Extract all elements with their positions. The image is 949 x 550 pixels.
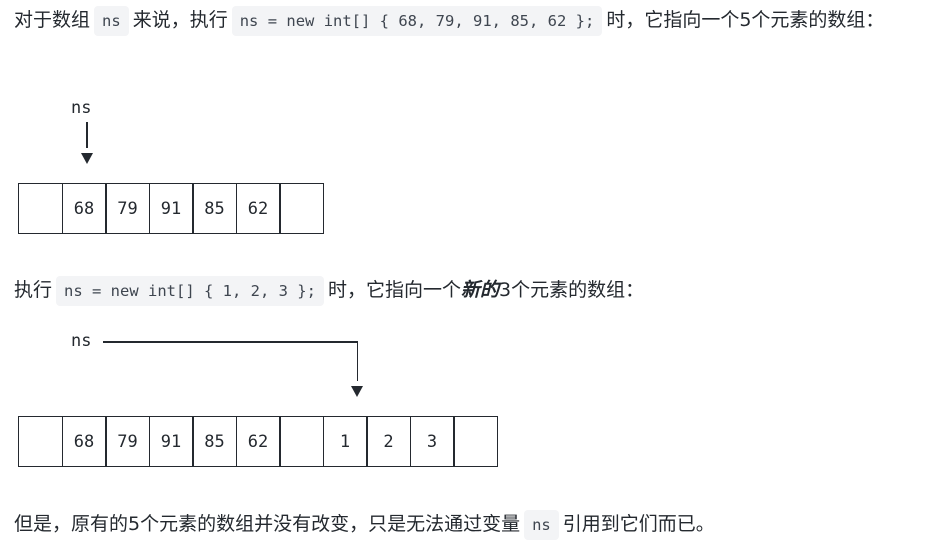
inline-code-assignment: ns = new int[] { 1, 2, 3 }; bbox=[56, 276, 324, 306]
array-cell-value: 2 bbox=[366, 416, 411, 467]
array-cell-value: 85 bbox=[192, 416, 237, 467]
array-cell-empty bbox=[18, 416, 63, 467]
emphasis-new: 新的 bbox=[461, 279, 500, 301]
array-cell-empty bbox=[18, 183, 63, 234]
array-cell-value: 91 bbox=[148, 416, 194, 467]
text: 执行 bbox=[14, 279, 53, 301]
text: 对于数组 bbox=[14, 9, 91, 31]
pointer-line bbox=[86, 122, 88, 148]
array-cell-value: 1 bbox=[322, 416, 368, 467]
array-cell-value: 68 bbox=[61, 416, 107, 467]
array-cell-value: 3 bbox=[409, 416, 455, 467]
text: 时，它指向一个 bbox=[327, 279, 461, 301]
text: 来说，执行 bbox=[132, 9, 228, 31]
array-cell-value: 79 bbox=[105, 416, 150, 467]
text: 引用到它们而已。 bbox=[562, 513, 715, 535]
pointer-arrow-icon bbox=[351, 386, 363, 397]
array-cell-empty bbox=[279, 416, 324, 467]
pointer-line-vertical bbox=[356, 341, 358, 381]
array-cell-empty bbox=[453, 416, 498, 467]
array-cell-value: 62 bbox=[235, 416, 281, 467]
pointer-label-ns: ns bbox=[71, 98, 92, 118]
array-cell-value: 85 bbox=[192, 183, 237, 234]
text: 时，它指向一个5个元素的数组： bbox=[606, 9, 885, 31]
pointer-arrow-icon bbox=[81, 153, 93, 164]
inline-code-ns: ns bbox=[94, 6, 129, 36]
array-cell-value: 79 bbox=[105, 183, 150, 234]
inline-code-ns: ns bbox=[524, 510, 559, 540]
array-cell-empty bbox=[279, 183, 324, 234]
array-cell-value: 91 bbox=[148, 183, 194, 234]
pointer-label-ns: ns bbox=[71, 331, 92, 351]
text: 但是，原有的5个元素的数组并没有改变，只是无法通过变量 bbox=[14, 513, 521, 535]
array-cell-value: 62 bbox=[235, 183, 281, 234]
inline-code-assignment: ns = new int[] { 68, 79, 91, 85, 62 }; bbox=[231, 6, 603, 36]
pointer-line-horizontal bbox=[103, 341, 358, 343]
array-cell-value: 68 bbox=[61, 183, 107, 234]
text: 3个元素的数组： bbox=[499, 279, 645, 301]
